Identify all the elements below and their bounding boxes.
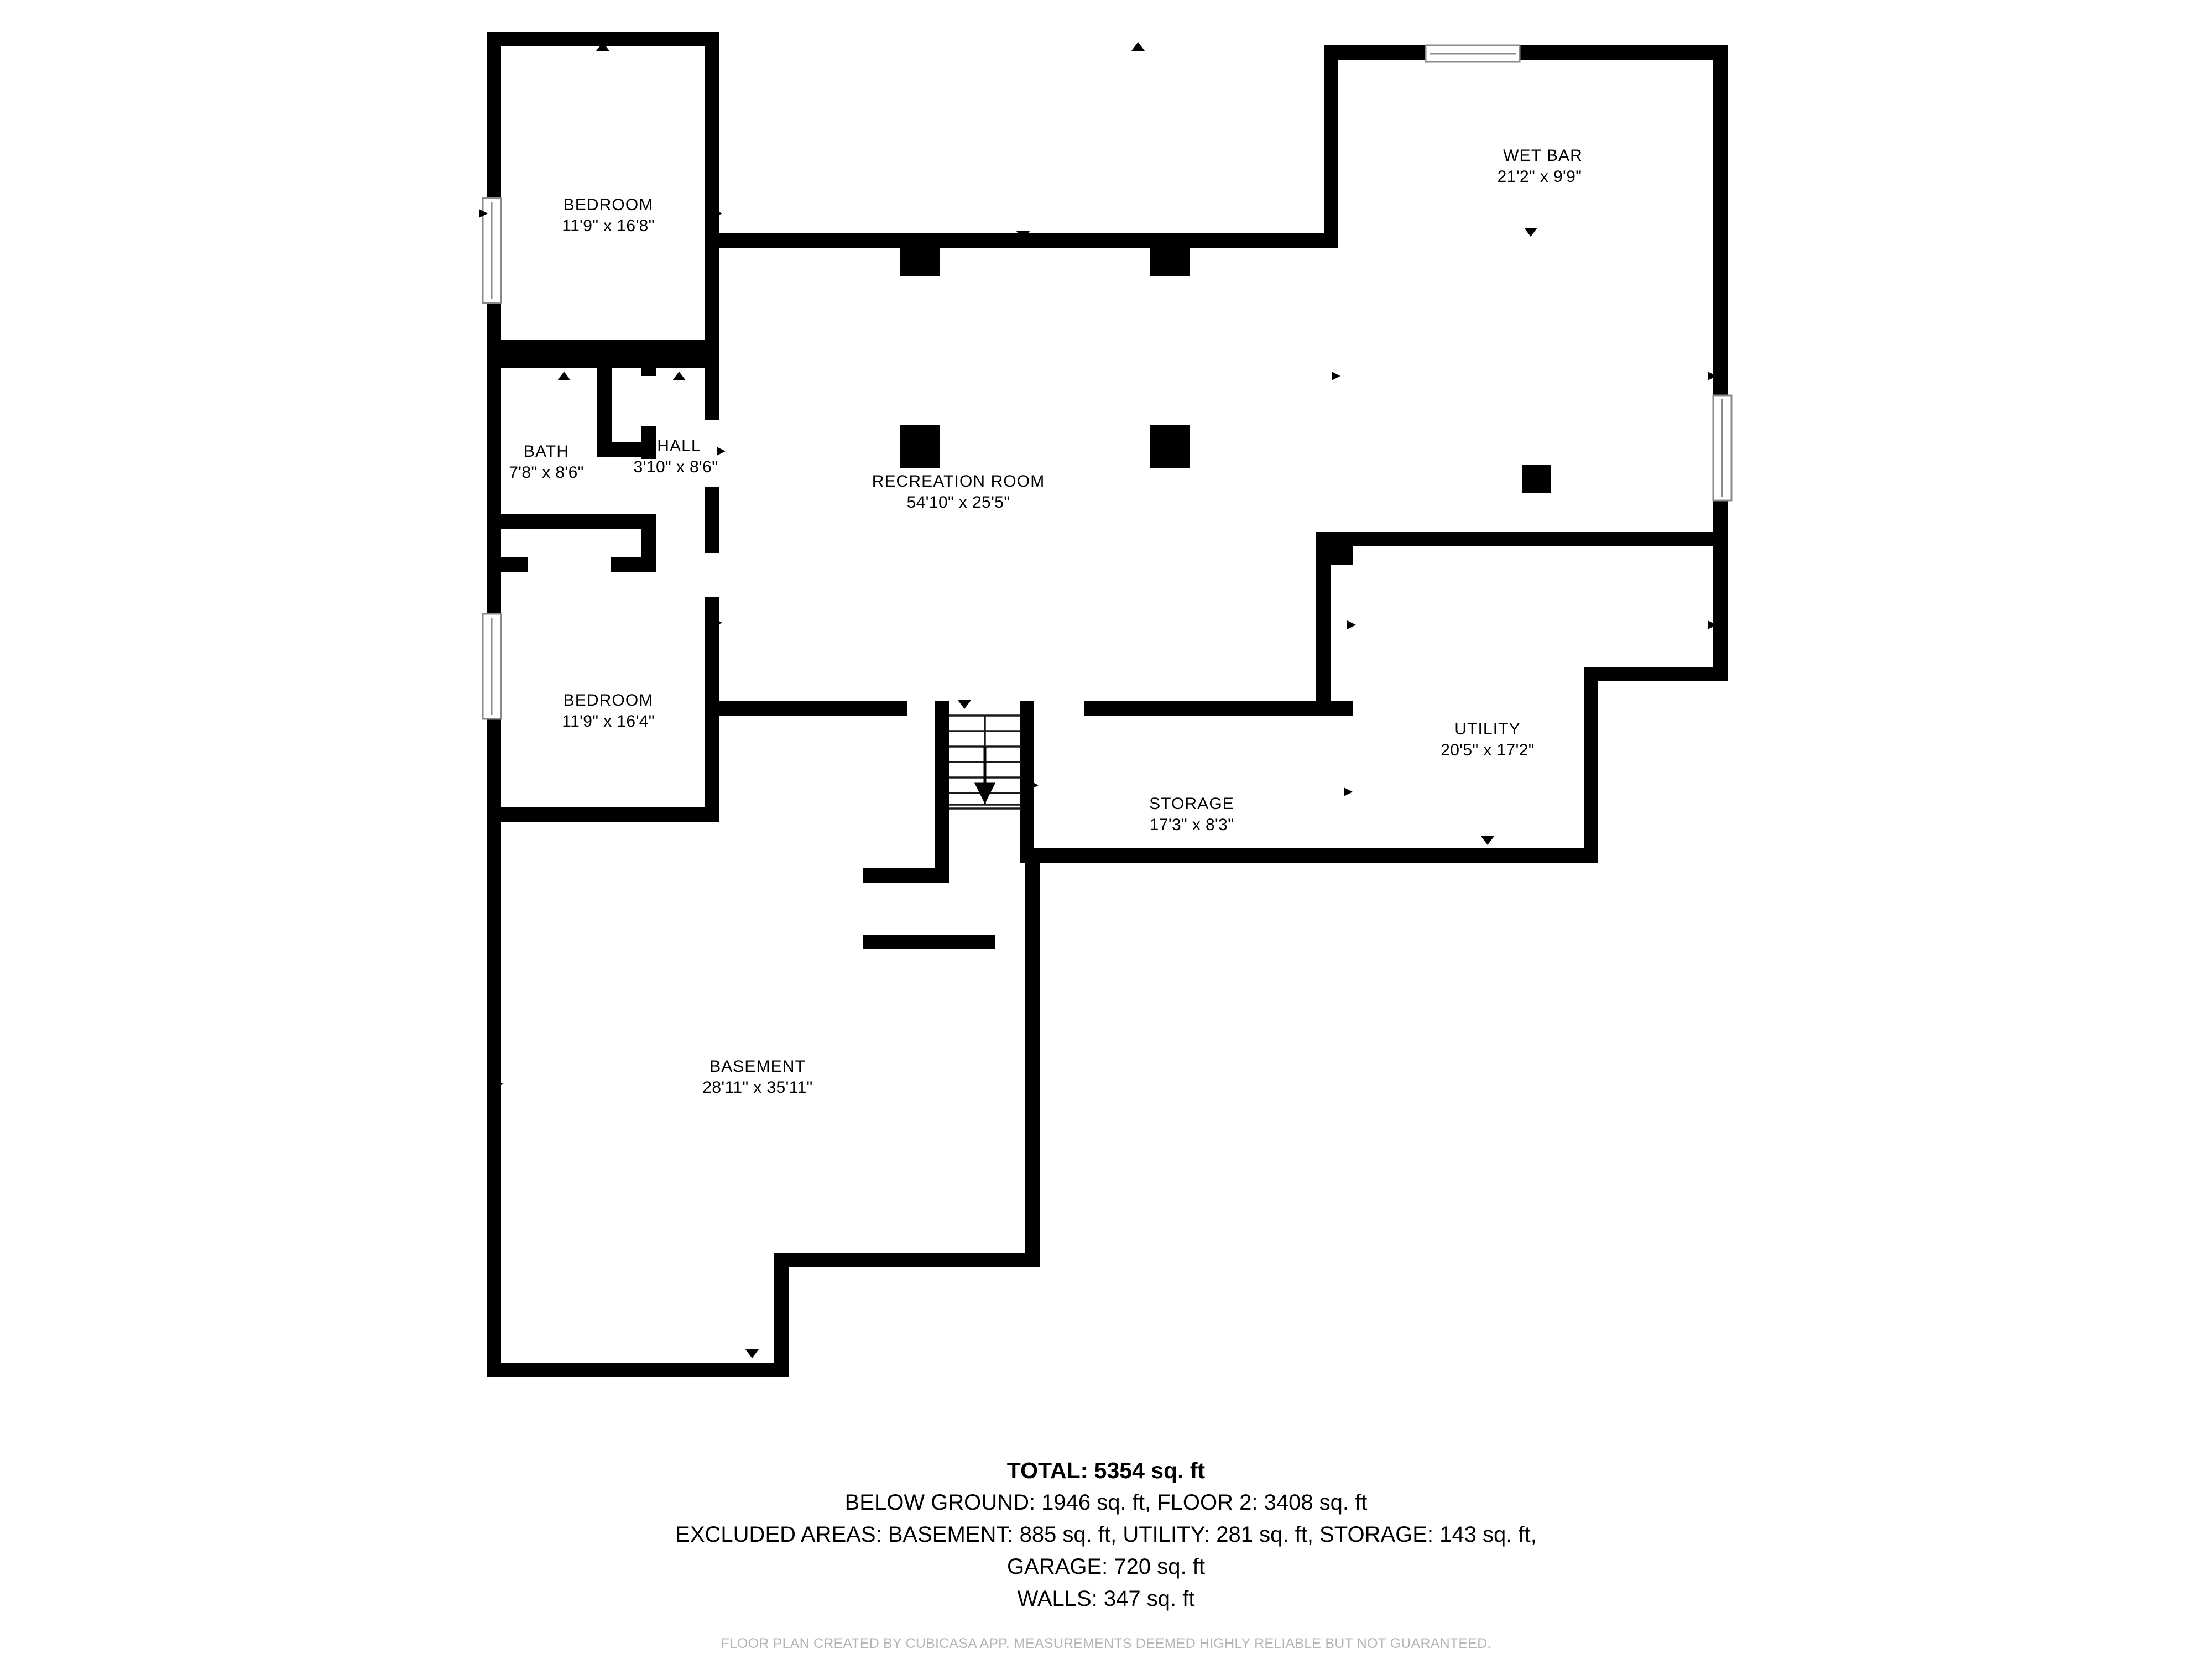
- room-dims-bath: 7'8" x 8'6": [509, 463, 584, 482]
- room-name-utility: UTILITY: [1454, 720, 1520, 738]
- window-bedroom-top: [482, 197, 502, 304]
- summary-walls: WALLS: 347 sq. ft: [1017, 1587, 1195, 1611]
- wall-group: [487, 32, 1728, 1377]
- room-label-wet-bar: WET BAR 21'2" x 9'9": [1498, 147, 1583, 186]
- column-3: [1522, 465, 1551, 493]
- wall-east-utility: [1713, 532, 1728, 681]
- wall-east-exterior-lower: [1713, 498, 1728, 539]
- wall-utility-north: [1316, 532, 1728, 546]
- wall-wetbar-west: [1324, 45, 1338, 248]
- wall-closet-strip-north: [487, 514, 656, 529]
- room-dims-utility: 20'5" x 17'2": [1441, 741, 1535, 759]
- area-summary: TOTAL: 5354 sq. ft BELOW GROUND: 1946 sq…: [0, 1454, 2212, 1615]
- room-dims-bedroom-top: 11'9" x 16'8": [562, 217, 655, 235]
- room-dims-wet-bar: 21'2" x 9'9": [1498, 168, 1582, 186]
- disclaimer-text: FLOOR PLAN CREATED BY CUBICASA APP. MEAS…: [721, 1636, 1491, 1651]
- wall-basement-south: [487, 1363, 789, 1377]
- summary-excluded-areas: EXCLUDED AREAS: BASEMENT: 885 sq. ft, UT…: [675, 1522, 1537, 1547]
- wall-wetbar-north: [1324, 45, 1728, 60]
- room-dims-bedroom-bottom: 11'9" x 16'4": [562, 712, 655, 731]
- wall-stair-south: [863, 868, 949, 883]
- wall-hall-east2: [705, 487, 719, 553]
- wall-bedroom-bottom-east2: [705, 716, 719, 822]
- wall-rec-south-right: [1084, 701, 1353, 716]
- wall-utility-south: [1034, 848, 1598, 863]
- wall-stair-west: [935, 701, 949, 883]
- room-label-utility: UTILITY 20'5" x 17'2": [1441, 720, 1535, 759]
- wall-stair-east: [1020, 701, 1034, 863]
- room-name-bath: BATH: [524, 442, 569, 461]
- room-name-hall: HALL: [657, 437, 701, 455]
- column-2: [1150, 425, 1190, 468]
- room-label-group: BEDROOM 11'9" x 16'8" BATH 7'8" x 8'6" H…: [509, 147, 1583, 1097]
- room-name-storage: STORAGE: [1149, 795, 1234, 813]
- room-dims-storage: 17'3" x 8'3": [1150, 816, 1234, 834]
- window-wetbar: [1425, 44, 1521, 63]
- summary-below-ground: BELOW GROUND: 1946 sq. ft, FLOOR 2: 3408…: [844, 1490, 1368, 1515]
- room-dims-basement: 28'11" x 35'11": [702, 1078, 812, 1097]
- room-label-basement: BASEMENT 28'11" x 35'11": [702, 1057, 812, 1097]
- room-dims-recreation-room: 54'10" x 25'5": [907, 493, 1010, 512]
- wall-basement-east: [1025, 863, 1040, 1267]
- column-group: [900, 425, 1551, 493]
- window-group: [482, 44, 1733, 720]
- wall-bath-east: [597, 354, 612, 457]
- room-name-recreation-room: RECREATION ROOM: [872, 472, 1045, 491]
- wall-rec-south-left: [705, 701, 907, 716]
- wall-pilaster-2: [1150, 233, 1190, 276]
- room-label-bedroom-bottom: BEDROOM 11'9" x 16'4": [562, 691, 655, 731]
- wall-utility-step-h: [1584, 667, 1728, 681]
- wall-bedroom-bottom-south: [487, 807, 719, 822]
- room-label-bedroom-top: BEDROOM 11'9" x 16'8": [562, 196, 655, 235]
- room-dims-hall: 3'10" x 8'6": [634, 458, 718, 476]
- room-name-bedroom-top: BEDROOM: [564, 196, 654, 214]
- window-bedroom-bottom: [482, 613, 502, 720]
- dimension-markers: [479, 42, 1717, 1358]
- wall-utility-corner-node: [1316, 532, 1353, 565]
- wall-bedroom-top: [487, 32, 719, 354]
- room-label-recreation-room: RECREATION ROOM 54'10" x 25'5": [872, 472, 1045, 512]
- wall-basement-partition: [863, 935, 995, 949]
- wall-basement-south-step-v: [774, 1253, 789, 1377]
- wall-closet-strip-south-left: [487, 557, 528, 572]
- room-name-wet-bar: WET BAR: [1503, 147, 1583, 165]
- room-name-bedroom-bottom: BEDROOM: [564, 691, 654, 709]
- wall-pilaster-1: [900, 233, 940, 276]
- room-label-hall: HALL 3'10" x 8'6": [634, 437, 718, 476]
- wall-closet-strip-east: [641, 514, 656, 572]
- room-name-basement: BASEMENT: [709, 1057, 806, 1076]
- wall-bedroom-top-east: [705, 32, 719, 357]
- summary-total: TOTAL: 5354 sq. ft: [1006, 1458, 1206, 1483]
- stairs-down: [949, 714, 1021, 810]
- column-1: [900, 425, 940, 468]
- wall-basement-step-h: [774, 1253, 1040, 1267]
- window-rec-east: [1712, 394, 1733, 502]
- wall-utility-step-v: [1584, 667, 1598, 863]
- room-label-storage: STORAGE 17'3" x 8'3": [1149, 795, 1234, 834]
- wall-bedroom-bottom-east: [705, 597, 719, 716]
- summary-garage: GARAGE: 720 sq. ft: [1007, 1554, 1205, 1579]
- wall-east-exterior-upper: [1713, 45, 1728, 397]
- room-label-bath: BATH 7'8" x 8'6": [509, 442, 584, 482]
- wall-utility-west: [1316, 532, 1331, 711]
- wall-hall-east: [705, 354, 719, 420]
